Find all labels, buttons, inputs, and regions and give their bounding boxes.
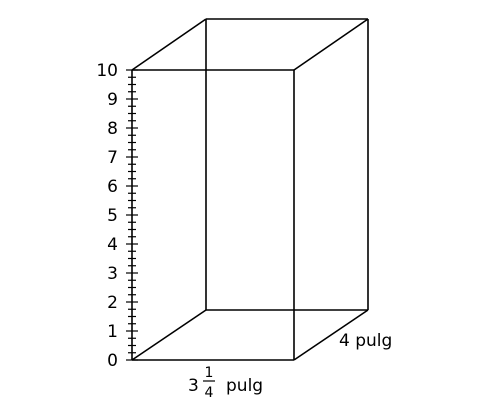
width-fraction-numerator: 1 — [205, 365, 214, 381]
ruler-tick-label: 4 — [107, 235, 118, 255]
ruler-tick-label: 7 — [107, 148, 118, 168]
width-unit: pulg — [226, 376, 263, 396]
ruler-tick-label: 9 — [107, 90, 118, 110]
ruler-tick-label: 6 — [107, 177, 118, 197]
ruler-tick-label: 8 — [107, 119, 118, 139]
width-dimension-label: 3 1 4 pulg — [188, 365, 263, 401]
ruler-tick-label: 2 — [107, 293, 118, 313]
ruler-tick-label: 1 — [107, 322, 118, 342]
left-bottom-depth-edge — [131, 309, 207, 361]
prism-back-edges — [131, 19, 368, 361]
ruler-tick-label: 0 — [107, 351, 118, 371]
width-fraction-denominator: 4 — [205, 385, 214, 401]
depth-dimension-label: 4 pulg — [339, 331, 392, 351]
ruler-tick-label: 3 — [107, 264, 118, 284]
width-whole-number: 3 — [188, 376, 199, 396]
right-bottom-depth-edge — [293, 309, 369, 361]
top-left-depth-edge — [131, 18, 207, 71]
ruler-labels: 0 1 2 3 4 5 6 7 8 9 10 — [96, 61, 118, 371]
top-right-depth-edge — [293, 18, 369, 71]
ruler-ticks — [126, 69, 138, 361]
ruler-tick-label: 5 — [107, 206, 118, 226]
prism-front-edges — [131, 18, 369, 361]
ruler-tick-label: 10 — [96, 61, 118, 81]
